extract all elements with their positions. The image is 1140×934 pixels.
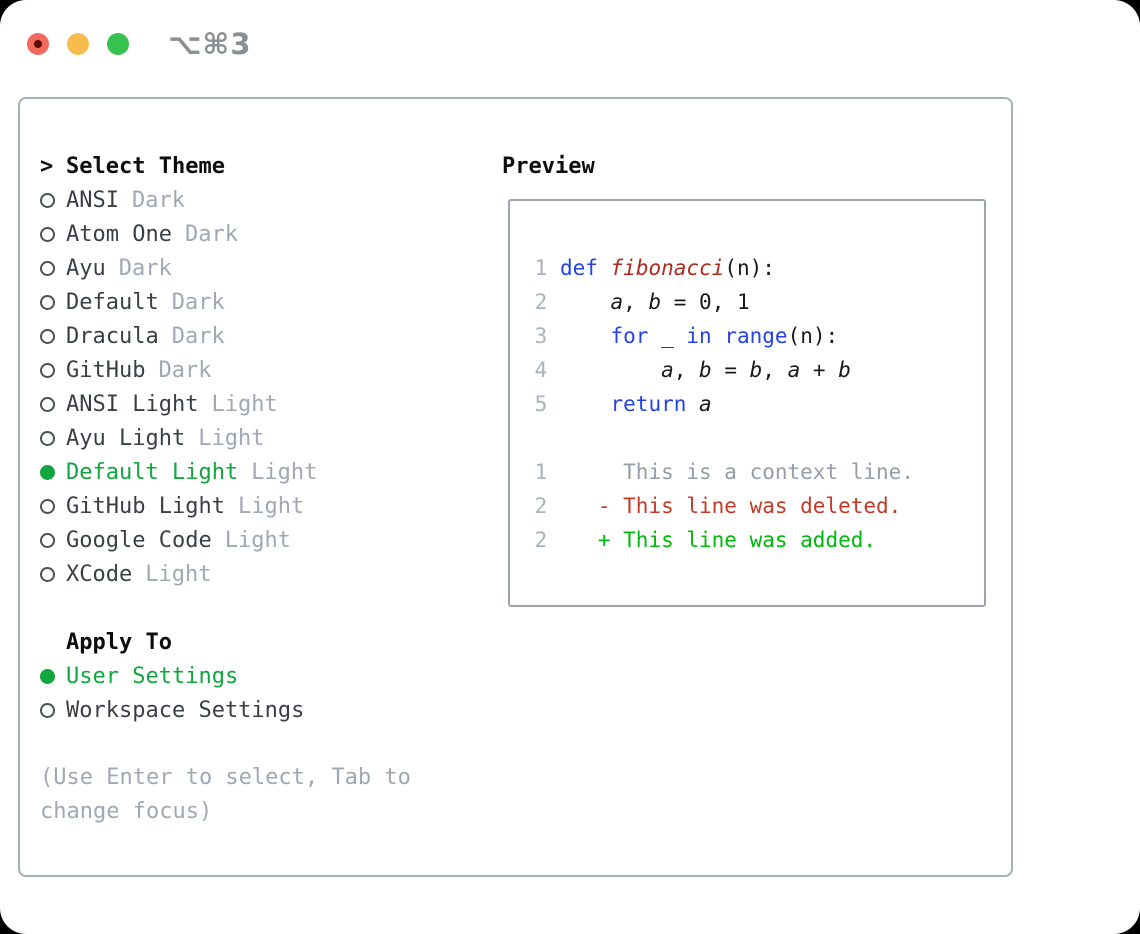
theme-option-default-light[interactable]: Default Light Light	[40, 455, 485, 489]
option-label: ANSI Light	[66, 391, 199, 417]
option-variant-tag: Light	[224, 527, 291, 553]
minimize-button[interactable]	[67, 33, 89, 55]
option-label: Default	[66, 289, 159, 315]
option-label: Dracula	[66, 323, 159, 349]
titlebar: ⌥⌘3	[27, 27, 252, 61]
code-line: 5 return a	[522, 392, 712, 416]
option-variant-tag: Dark	[171, 323, 225, 349]
select-theme-header: > Select Theme	[40, 149, 485, 183]
option-variant-tag: Dark	[171, 289, 225, 315]
option-label: Atom One	[66, 221, 172, 247]
code-line: 3 for _ in range(n):	[522, 324, 839, 348]
option-label: Default Light	[66, 459, 239, 485]
theme-option-ayu[interactable]: Ayu Dark	[40, 251, 485, 285]
spacer	[40, 591, 485, 625]
option-variant-tag: Dark	[184, 221, 238, 247]
radio-unselected-icon	[40, 396, 66, 412]
radio-unselected-icon	[40, 294, 66, 310]
preview-code-box: 1 def fibonacci(n): 2 a, b = 0, 1 3 for …	[508, 199, 986, 607]
option-variant-tag: Dark	[118, 255, 172, 281]
apply-option-workspace-settings[interactable]: Workspace Settings	[40, 693, 485, 727]
option-variant-tag: Dark	[158, 357, 212, 383]
code-line: 2 a, b = 0, 1	[522, 290, 750, 314]
zoom-button[interactable]	[107, 33, 129, 55]
option-variant-tag: Light	[145, 561, 212, 587]
close-button[interactable]	[27, 33, 49, 55]
theme-option-ayu-light[interactable]: Ayu Light Light	[40, 421, 485, 455]
preview-title: Preview	[502, 153, 595, 179]
radio-unselected-icon	[40, 226, 66, 242]
theme-option-atom-one[interactable]: Atom One Dark	[40, 217, 485, 251]
option-variant-tag: Light	[198, 425, 265, 451]
code-line: 2 - This line was deleted.	[522, 494, 902, 518]
theme-option-github[interactable]: GitHub Dark	[40, 353, 485, 387]
apply-to-header: Apply To	[40, 625, 485, 659]
option-label: Workspace Settings	[66, 697, 305, 723]
code-line: 1 def fibonacci(n):	[522, 256, 775, 280]
radio-unselected-icon	[40, 702, 66, 718]
theme-option-ansi-light[interactable]: ANSI Light Light	[40, 387, 485, 421]
radio-unselected-icon	[40, 192, 66, 208]
window-title-shortcut: ⌥⌘3	[168, 27, 252, 61]
apply-option-user-settings[interactable]: User Settings	[40, 659, 485, 693]
radio-unselected-icon	[40, 430, 66, 446]
select-theme-title: Select Theme	[66, 153, 225, 179]
radio-unselected-icon	[40, 498, 66, 514]
spacer	[40, 727, 485, 761]
option-label: Ayu Light	[66, 425, 186, 451]
theme-option-ansi[interactable]: ANSI Dark	[40, 183, 485, 217]
option-variant-tag: Light	[251, 459, 318, 485]
help-text: (Use Enter to select, Tab to change focu…	[40, 765, 411, 824]
code-line: 2 + This line was added.	[522, 528, 877, 552]
radio-selected-icon	[40, 668, 66, 684]
option-variant-tag: Light	[211, 391, 278, 417]
option-variant-tag: Light	[237, 493, 305, 519]
apply-to-title: Apply To	[66, 629, 172, 655]
option-label: User Settings	[66, 663, 239, 689]
radio-unselected-icon	[40, 566, 66, 582]
option-variant-tag: Dark	[131, 187, 185, 213]
focus-chevron-icon: >	[40, 153, 54, 179]
radio-unselected-icon	[40, 532, 66, 548]
code-line	[522, 421, 984, 455]
option-label: Google Code	[66, 527, 212, 553]
theme-option-xcode[interactable]: XCode Light	[40, 557, 485, 591]
radio-unselected-icon	[40, 260, 66, 276]
option-label: GitHub Light	[66, 493, 225, 519]
theme-option-google-code[interactable]: Google Code Light	[40, 523, 485, 557]
theme-option-default[interactable]: Default Dark	[40, 285, 485, 319]
code-preview: 1 def fibonacci(n): 2 a, b = 0, 1 3 for …	[522, 251, 984, 557]
radio-unselected-icon	[40, 328, 66, 344]
radio-selected-icon	[40, 464, 66, 480]
option-label: Ayu	[66, 255, 106, 281]
option-label: XCode	[66, 561, 133, 587]
code-line: 1 This is a context line.	[522, 460, 914, 484]
option-label: GitHub	[66, 357, 146, 383]
code-line: 4 a, b = b, a + b	[522, 358, 851, 382]
theme-option-dracula[interactable]: Dracula Dark	[40, 319, 485, 353]
theme-option-github-light[interactable]: GitHub Light Light	[40, 489, 485, 523]
radio-unselected-icon	[40, 362, 66, 378]
option-label: ANSI	[66, 187, 119, 213]
